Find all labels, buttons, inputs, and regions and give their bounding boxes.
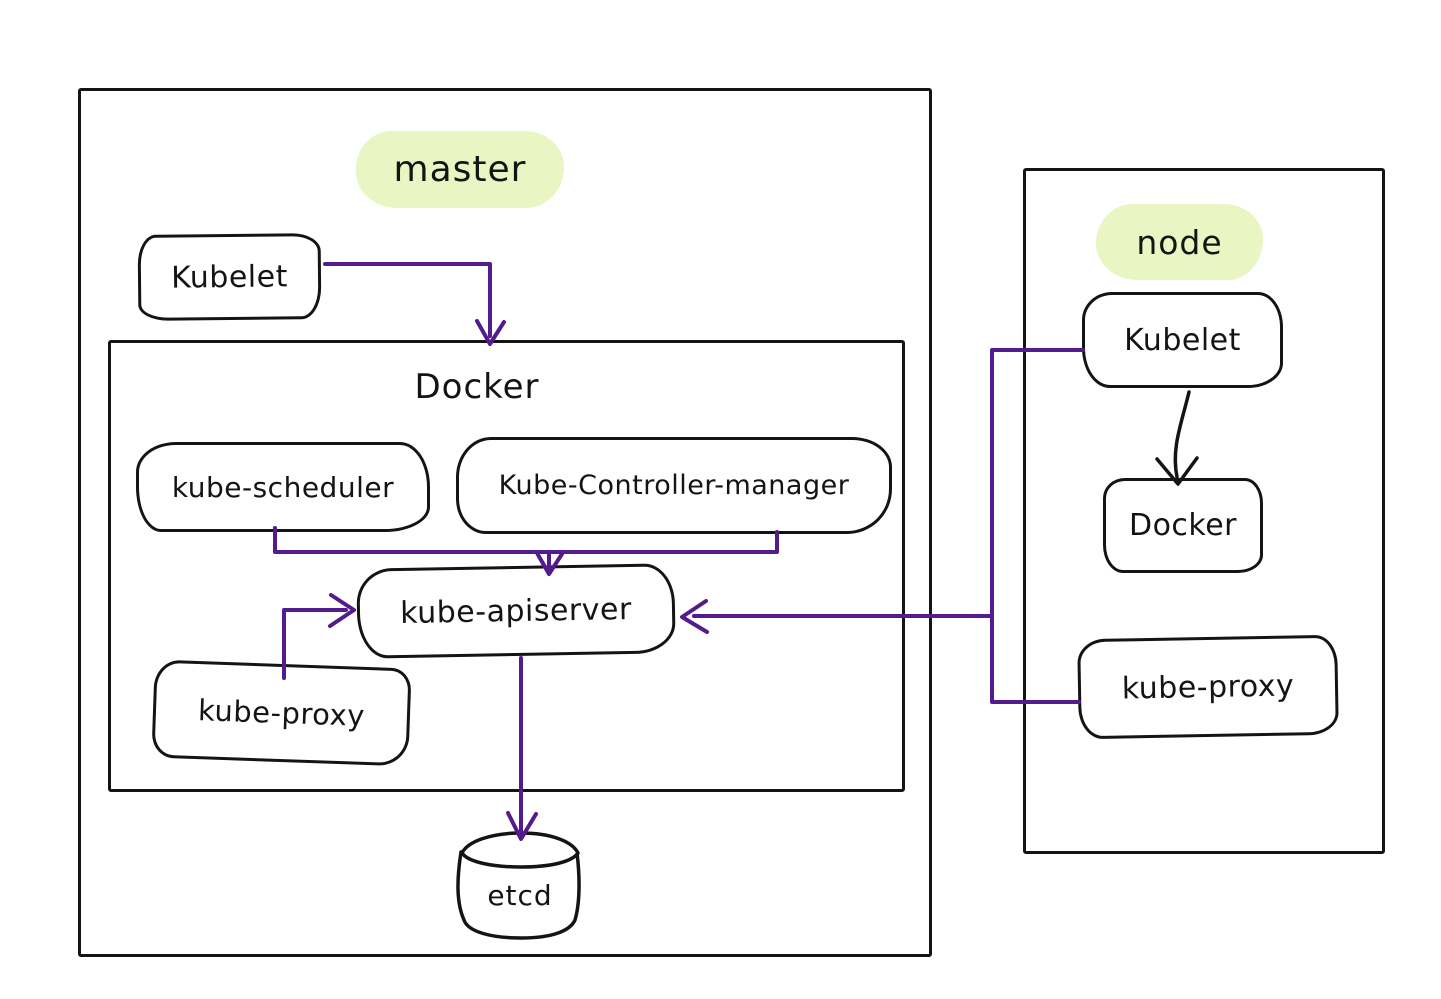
docker-title-master: Docker bbox=[377, 362, 577, 412]
etcd-label: etcd bbox=[487, 878, 553, 912]
docker-container-box-master bbox=[108, 340, 905, 792]
node-kubelet-label: Kubelet bbox=[1124, 322, 1241, 358]
docker-title-master-text: Docker bbox=[414, 367, 540, 407]
node-kube-proxy-label: kube-proxy bbox=[1121, 667, 1295, 707]
master-kubelet-label: Kubelet bbox=[170, 258, 289, 296]
kube-scheduler-label: kube-scheduler bbox=[171, 470, 395, 504]
node-kube-proxy-box: kube-proxy bbox=[1077, 634, 1339, 740]
master-label: master bbox=[393, 149, 527, 190]
node-label-highlight: node bbox=[1096, 204, 1263, 280]
etcd-label-wrap: etcd bbox=[460, 870, 580, 920]
master-label-highlight: master bbox=[356, 131, 564, 208]
kube-apiserver-label: kube-apiserver bbox=[399, 591, 633, 631]
node-kubelet-box: Kubelet bbox=[1082, 292, 1283, 388]
node-docker-box: Docker bbox=[1103, 478, 1263, 573]
kube-controller-manager-label: Kube-Controller-manager bbox=[498, 470, 850, 501]
node-docker-label: Docker bbox=[1128, 508, 1238, 543]
kube-apiserver-box: kube-apiserver bbox=[356, 563, 676, 659]
kube-controller-manager-box: Kube-Controller-manager bbox=[456, 437, 892, 534]
master-kube-proxy-label: kube-proxy bbox=[197, 693, 366, 733]
master-cluster-box bbox=[78, 88, 932, 957]
kube-scheduler-box: kube-scheduler bbox=[136, 442, 430, 532]
node-label: node bbox=[1136, 222, 1223, 262]
master-kubelet-box: Kubelet bbox=[137, 233, 322, 321]
master-kube-proxy-box: kube-proxy bbox=[151, 659, 412, 767]
